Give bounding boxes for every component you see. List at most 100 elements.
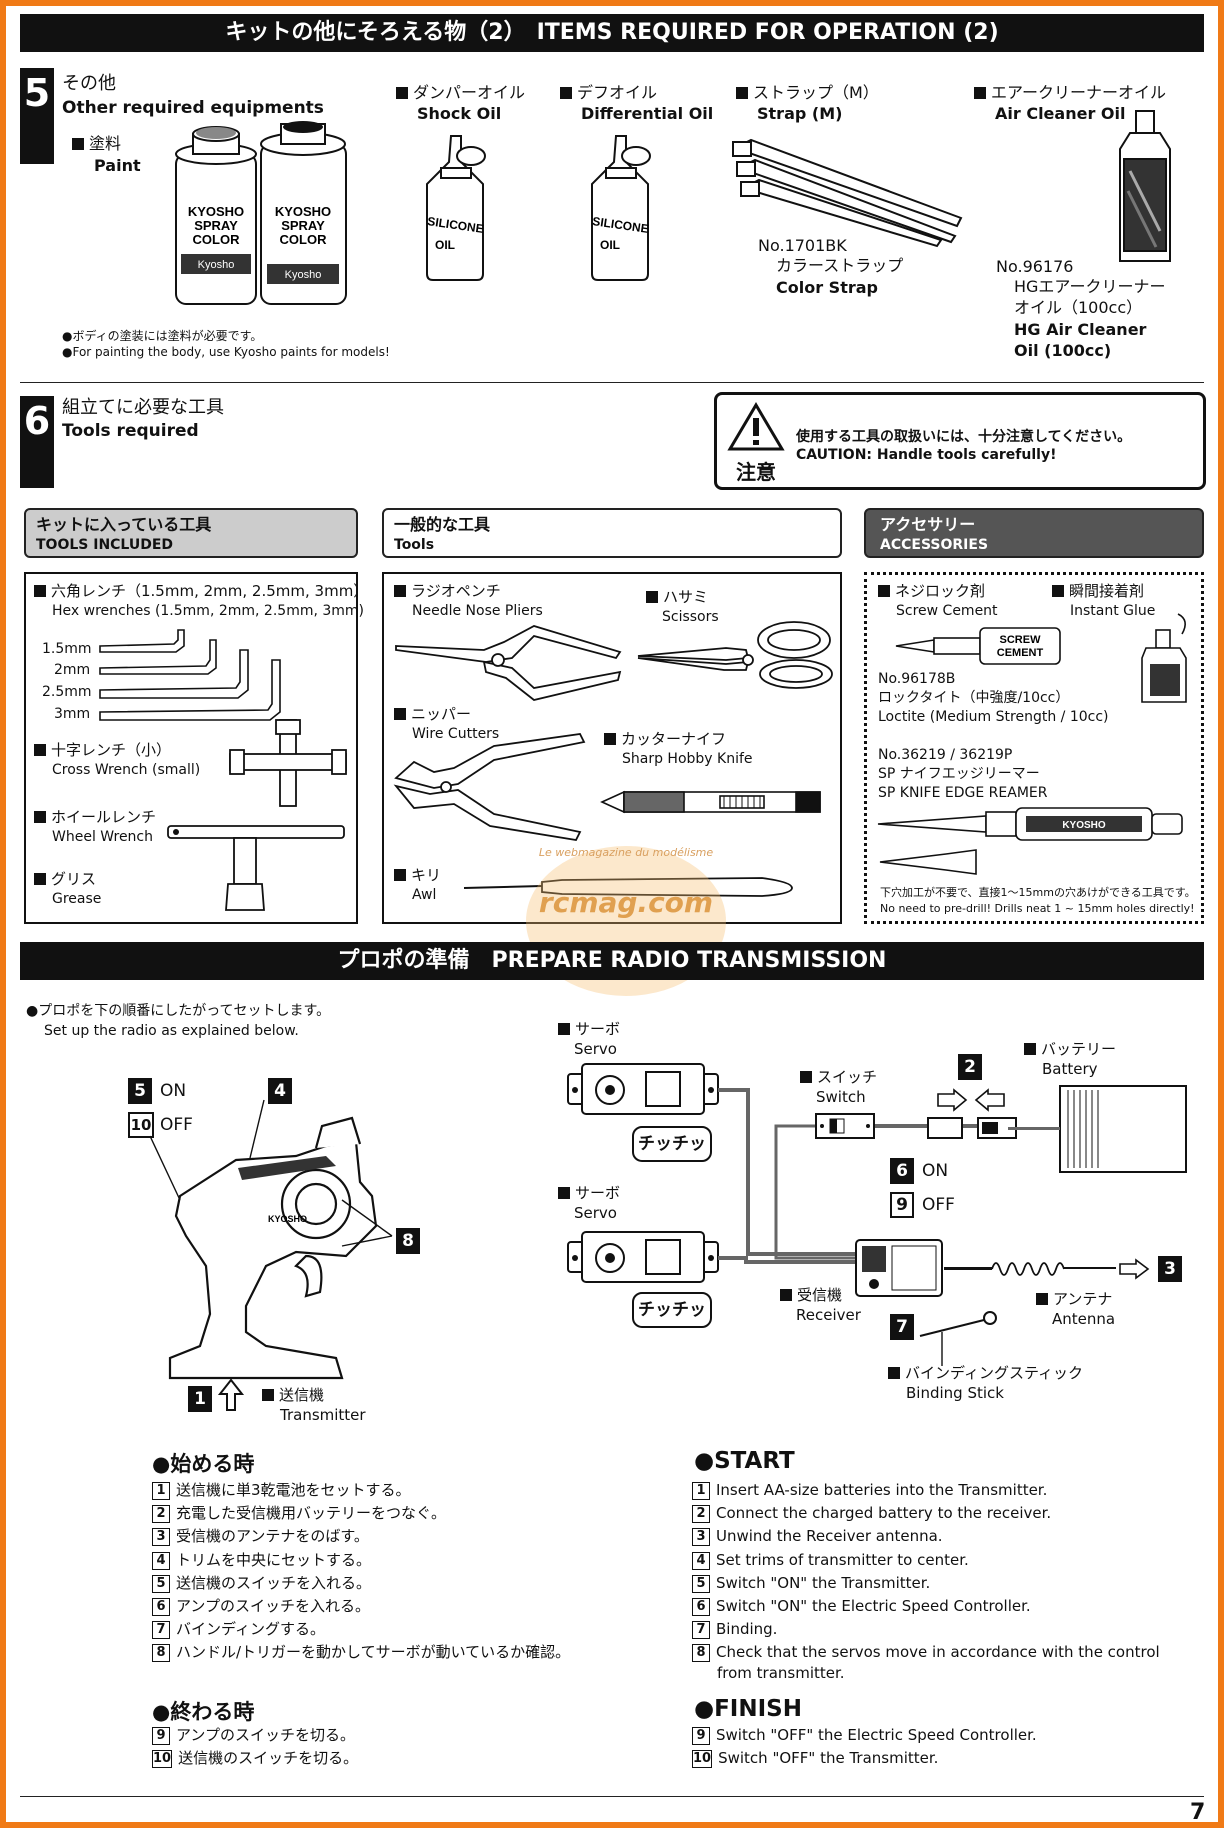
transmitter-icon: KYOSHO	[149, 1099, 393, 1380]
bullet-square-icon	[1052, 585, 1064, 597]
awl-icon	[463, 877, 793, 897]
receiver-icon	[855, 1239, 943, 1297]
step-number: 9	[152, 1727, 170, 1745]
servo-jp-text: サーボ	[575, 1184, 621, 1202]
servo-jp-text: サーボ	[575, 1020, 621, 1038]
instant-glue-en: Instant Glue	[1070, 603, 1156, 619]
strap-name-en: Color Strap	[776, 278, 878, 297]
battery-jp: バッテリー	[1024, 1040, 1116, 1059]
cross-jp-text: 十字レンチ（小）	[51, 741, 172, 759]
hex-wrench-icon	[99, 629, 281, 721]
step-text: Switch "OFF" the Transmitter.	[718, 1749, 939, 1767]
pliers-en: Needle Nose Pliers	[412, 603, 543, 619]
tx-off-label: OFF	[160, 1115, 193, 1135]
bullet-square-icon	[72, 138, 84, 150]
bullet-square-icon	[262, 1389, 274, 1401]
antenna-wire	[944, 1267, 992, 1270]
tab-tools-included: キットに入っている工具 TOOLS INCLUDED	[24, 508, 358, 558]
hex-en: Hex wrenches (1.5mm, 2mm, 2.5mm, 3mm)	[52, 603, 365, 619]
bullet-square-icon	[558, 1023, 570, 1035]
battery-en: Battery	[1042, 1060, 1098, 1078]
can-text: KYOSHO	[188, 204, 244, 219]
hex-size: 2mm	[54, 662, 91, 678]
air-cleaner-name-jp-1: HGエアークリーナー	[1014, 277, 1166, 296]
step-number: 3	[692, 1528, 710, 1547]
callout-5: 5	[128, 1078, 152, 1104]
callout-9: 9	[890, 1192, 914, 1218]
wheel-wrench-jp: ホイールレンチ	[34, 808, 156, 827]
step-text-continued: from transmitter.	[717, 1663, 845, 1682]
scissors-icon	[637, 621, 833, 689]
callout-6: 6	[890, 1158, 914, 1184]
step-number: 4	[692, 1551, 710, 1570]
servo2-jp: サーボ	[558, 1184, 620, 1203]
hobby-knife-icon	[600, 790, 821, 814]
radio-intro-jp: ●プロポを下の順番にしたがってセットします。	[26, 1003, 331, 1019]
bullet-square-icon	[560, 87, 572, 99]
callout-1: 1	[188, 1386, 212, 1412]
screw-cement-tube-icon: SCREW CEMENT	[895, 627, 1061, 665]
reamer-brand: KYOSHO	[1062, 820, 1106, 831]
strap-part-no: No.1701BK	[758, 236, 847, 255]
screw-cement-jp: ネジロック剤	[878, 582, 985, 601]
screw-cement-en: Screw Cement	[896, 603, 998, 619]
bullet-square-icon	[974, 87, 986, 99]
bottle-label: OIL	[600, 238, 620, 252]
knife-jp: カッターナイフ	[604, 730, 726, 749]
callout-8: 8	[396, 1228, 420, 1254]
instant-glue-bottle-icon	[1141, 613, 1187, 703]
strap-jp-text: ストラップ（M）	[753, 83, 879, 102]
section6-number: 6	[20, 396, 54, 488]
step-number: 6	[692, 1598, 710, 1616]
bullet-square-icon	[736, 87, 748, 99]
paint-note-en: ●For painting the body, use Kyosho paint…	[62, 345, 390, 359]
section5-title-jp: その他	[62, 73, 116, 94]
step-text: 充電した受信機用バッテリーをつなぐ。	[176, 1504, 447, 1523]
watermark-text: Le webmagazine du modélisme	[538, 846, 714, 859]
bullet-square-icon	[878, 585, 890, 597]
warning-triangle-icon	[727, 402, 785, 451]
reamer-part-no: No.36219 / 36219P	[878, 747, 1013, 763]
bullet-square-icon	[34, 873, 46, 885]
cutters-en: Wire Cutters	[412, 726, 500, 742]
right-arrow-icon	[1119, 1258, 1150, 1280]
callout-3: 3	[1158, 1256, 1182, 1282]
grease-jp: グリス	[34, 870, 96, 889]
can-text: SPRAY	[281, 218, 325, 233]
step-text: 受信機のアンテナをのばす。	[176, 1527, 369, 1546]
shock-oil-en: Shock Oil	[417, 104, 502, 123]
air-cleaner-jp: エアークリーナーオイル	[974, 82, 1166, 103]
step-text: 送信機に単3乾電池をセットする。	[176, 1481, 411, 1499]
grease-jp-text: グリス	[51, 870, 97, 888]
cross-wrench-en: Cross Wrench (small)	[52, 762, 201, 778]
section5-title-en: Other required equipments	[62, 98, 324, 118]
callout-10: 10	[128, 1112, 154, 1138]
paint-note-jp: ●ボディの塗装には塗料が必要です。	[62, 329, 263, 343]
transmitter-jp-text: 送信機	[279, 1386, 325, 1404]
step-number: 8	[692, 1644, 710, 1663]
can-brand: Kyosho	[285, 269, 322, 281]
step-number: 7	[692, 1621, 710, 1640]
step-text: Check that the servos move in accordance…	[716, 1643, 1160, 1662]
step-number: 10	[152, 1750, 173, 1768]
instant-glue-jp: 瞬間接着剤	[1052, 582, 1144, 601]
tx-on-label: ON	[160, 1081, 187, 1101]
step-number: 8	[152, 1644, 170, 1663]
diff-oil-en: Differential Oil	[581, 104, 714, 123]
step-text: アンプのスイッチを切る。	[176, 1726, 355, 1744]
strap-icon	[732, 138, 963, 248]
caution-en: CAUTION: Handle tools carefully!	[796, 447, 1057, 463]
battery-icon	[1059, 1085, 1187, 1173]
air-cleaner-jp-text: エアークリーナーオイル	[991, 83, 1167, 102]
bullet-square-icon	[604, 733, 616, 745]
diff-oil-jp: デフオイル	[560, 82, 657, 103]
